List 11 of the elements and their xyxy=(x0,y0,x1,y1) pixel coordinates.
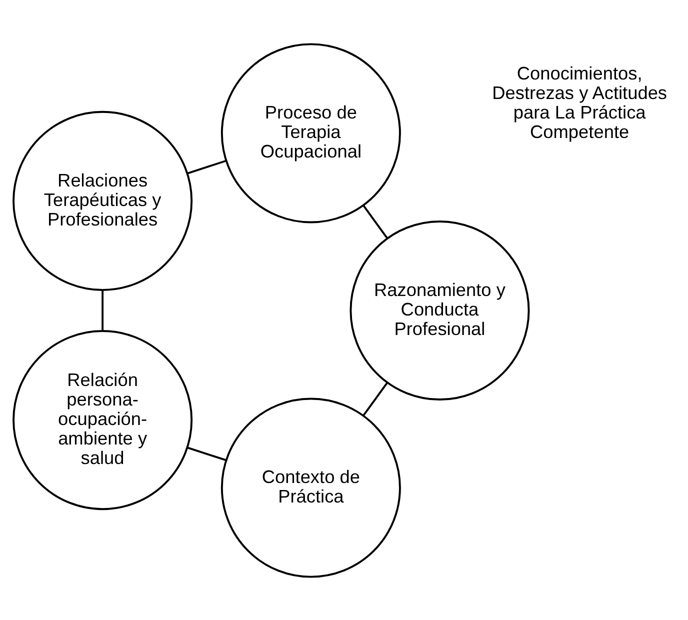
node-circle: Razonamiento y Conducta Profesional xyxy=(350,220,530,400)
node-circle: Proceso de Terapia Ocupacional xyxy=(220,42,401,223)
node-circle: Relaciones Terapéuticas y Profesionales xyxy=(12,110,193,290)
node-circle: Relación persona-ocupación-ambiente y salud xyxy=(12,330,193,510)
connector xyxy=(362,204,388,239)
node-text: Conocimientos, Destrezas y Actitudes para La Práctica Competente xyxy=(492,62,668,142)
connector xyxy=(186,446,226,461)
connector xyxy=(187,159,227,174)
connector xyxy=(102,290,104,330)
connector xyxy=(362,382,388,416)
node-circle: Contexto de Práctica xyxy=(220,397,401,578)
